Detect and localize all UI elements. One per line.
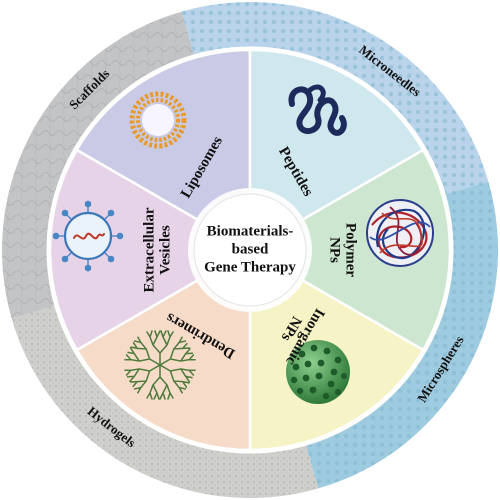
inorganic-nanoparticle-icon [286, 340, 350, 404]
center-title-line: based [232, 241, 269, 257]
sector-label-line: Vesicles [157, 225, 173, 275]
liposome-icon [129, 91, 187, 149]
sector-liposomes [75, 48, 252, 253]
sector-label-line: Polymer [343, 223, 359, 277]
peptide-icon [288, 84, 347, 136]
sector-label-line: Extracellular [141, 207, 157, 292]
center-title-line: Biomaterials- [207, 223, 294, 239]
hub-circle [193, 193, 307, 307]
ring-divider [46, 46, 454, 454]
sector-extracellular-vesicles [48, 148, 253, 352]
ring-texture-hydrogels [11, 305, 319, 498]
ring-texture-scaffolds [2, 11, 195, 319]
extracellular-vesicle-icon [52, 200, 124, 272]
sector-label-line: NPs [327, 237, 343, 263]
polymer-nanoparticle-icon [366, 199, 434, 267]
ring-texture-microneedles [181, 2, 489, 195]
icon-layer [52, 84, 434, 404]
dendrimer-icon [123, 330, 197, 400]
ring-texture-microspheres [305, 181, 499, 489]
center-title-line: Gene Therapy [204, 259, 296, 275]
